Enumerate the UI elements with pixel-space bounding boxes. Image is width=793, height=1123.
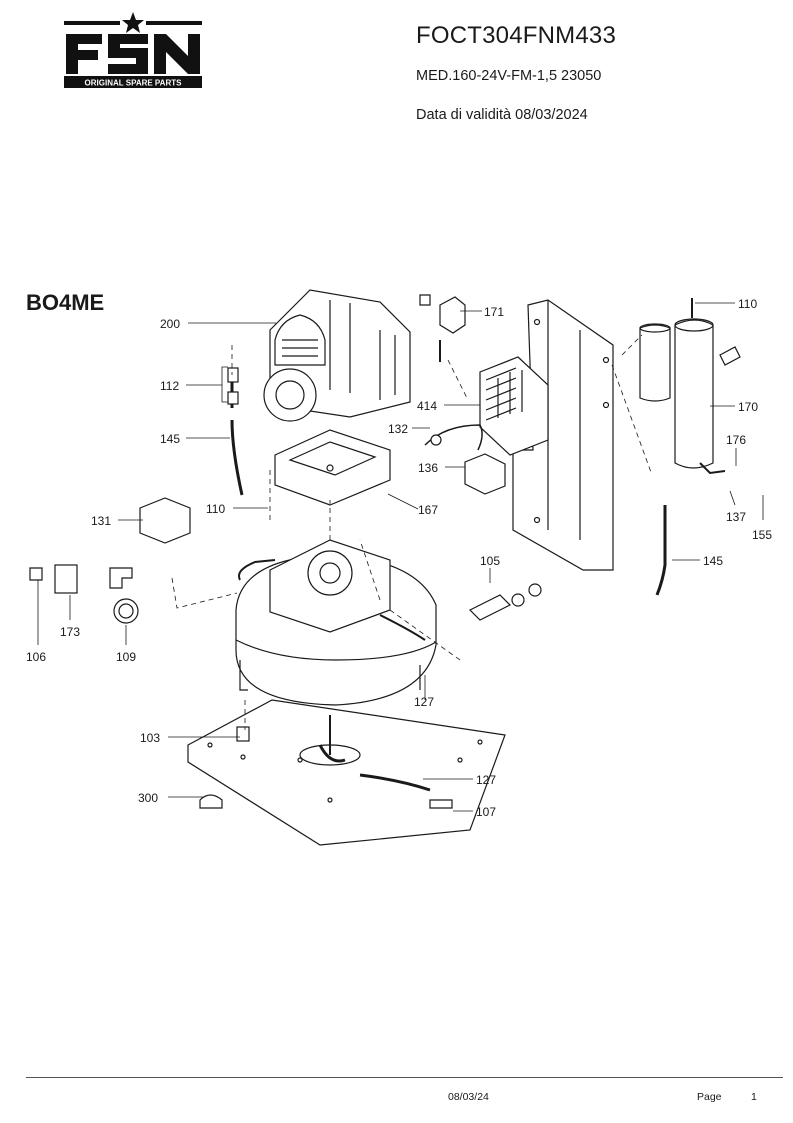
callout-127-bottom: 127 (476, 773, 496, 787)
callout-112: 112 (160, 379, 179, 393)
cooler-grille (479, 356, 549, 456)
callout-labels: 200 112 145 171 414 132 136 167 110 131 … (26, 297, 772, 819)
validity-date: Data di validità 08/03/2024 (416, 107, 588, 123)
air-tank (235, 539, 437, 706)
document-title: FOCT304FNM433 (416, 22, 616, 49)
assembly-lines (171, 334, 653, 730)
model-code: MED.160-24V-FM-1,5 23050 (416, 68, 602, 84)
callout-127-top: 127 (414, 695, 434, 709)
callout-155: 155 (752, 528, 772, 542)
callout-131: 131 (91, 514, 111, 528)
fsn-logo: ORIGINAL SPARE PARTS (64, 12, 202, 88)
callout-171: 171 (484, 305, 504, 319)
callout-132: 132 (388, 422, 408, 436)
callout-leaders (37, 302, 764, 812)
callout-110-left: 110 (206, 502, 225, 516)
footer-page-number: 1 (751, 1091, 757, 1103)
callout-106: 106 (26, 650, 46, 664)
logo-tagline: ORIGINAL SPARE PARTS (85, 79, 183, 88)
base-plate (187, 699, 506, 846)
motor-unit (263, 289, 411, 422)
callout-137: 137 (726, 510, 746, 524)
callout-105: 105 (480, 554, 500, 568)
section-title: BO4ME (26, 290, 105, 315)
callout-145-left: 145 (160, 432, 180, 446)
motor-bracket (274, 429, 391, 506)
callout-145-right: 145 (703, 554, 723, 568)
dryer-cylinder (639, 298, 714, 469)
callout-136: 136 (418, 461, 438, 475)
callout-173: 173 (60, 625, 80, 639)
callout-110-right: 110 (738, 297, 757, 311)
callout-103: 103 (140, 731, 160, 745)
callout-300: 300 (138, 791, 158, 805)
small-parts (29, 294, 741, 809)
callout-167: 167 (418, 503, 438, 517)
callout-200: 200 (160, 317, 180, 331)
callout-107: 107 (476, 805, 496, 819)
footer-page-label: Page (697, 1091, 722, 1103)
footer-divider (26, 1077, 783, 1078)
callout-109: 109 (116, 650, 136, 664)
callout-170: 170 (738, 400, 758, 414)
callout-176: 176 (726, 433, 746, 447)
callout-414: 414 (417, 399, 437, 413)
frame-panel (512, 299, 614, 571)
footer-date: 08/03/24 (448, 1091, 489, 1103)
logo-star-icon (122, 12, 144, 33)
